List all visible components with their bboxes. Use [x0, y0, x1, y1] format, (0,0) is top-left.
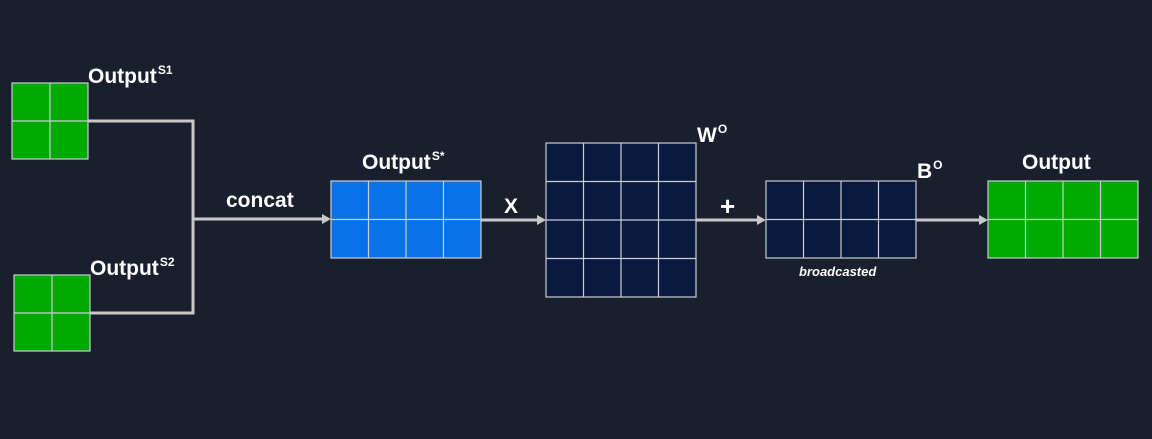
plus-arrowhead [757, 215, 766, 225]
output-s-star-matrix [330, 180, 482, 259]
output-s1-label-base: Output [88, 65, 157, 88]
b-o-label-sup: O [933, 158, 943, 172]
output-s-star-label-base: Output [362, 151, 431, 174]
output-s2-matrix [13, 274, 91, 352]
output-s2-label-base: Output [90, 257, 159, 280]
output-s2-label-sup: S2 [159, 255, 175, 269]
connector-s1-to-bracket [88, 119, 195, 315]
output-final-label: Output [1022, 151, 1091, 174]
concat-arrowhead [322, 214, 331, 224]
plus-label: + [720, 191, 736, 221]
w-o-label: WO [697, 122, 728, 147]
output-final-matrix [987, 180, 1139, 259]
multiply-arrowhead [537, 215, 546, 225]
b-o-matrix [765, 180, 917, 259]
output-s1-matrix [11, 82, 89, 160]
output-s-star-label: OutputS* [362, 149, 445, 174]
b-o-label-base: B [917, 160, 933, 183]
connectors [88, 119, 981, 315]
broadcasted-label: broadcasted [799, 264, 877, 279]
w-o-label-base: W [697, 124, 717, 147]
b-o-label: BO [917, 158, 943, 183]
output-s-star-label-sup: S* [431, 149, 445, 163]
output-arrowhead [979, 215, 988, 225]
output-s1-label-sup: S1 [157, 63, 173, 77]
arrowheads [322, 214, 988, 225]
output-s2-label: OutputS2 [90, 255, 175, 280]
w-o-label-sup: O [717, 122, 728, 136]
output-s1-label: OutputS1 [88, 63, 173, 88]
w-o-matrix [545, 142, 697, 298]
concat-label: concat [226, 189, 294, 212]
multiply-label: X [504, 195, 519, 218]
